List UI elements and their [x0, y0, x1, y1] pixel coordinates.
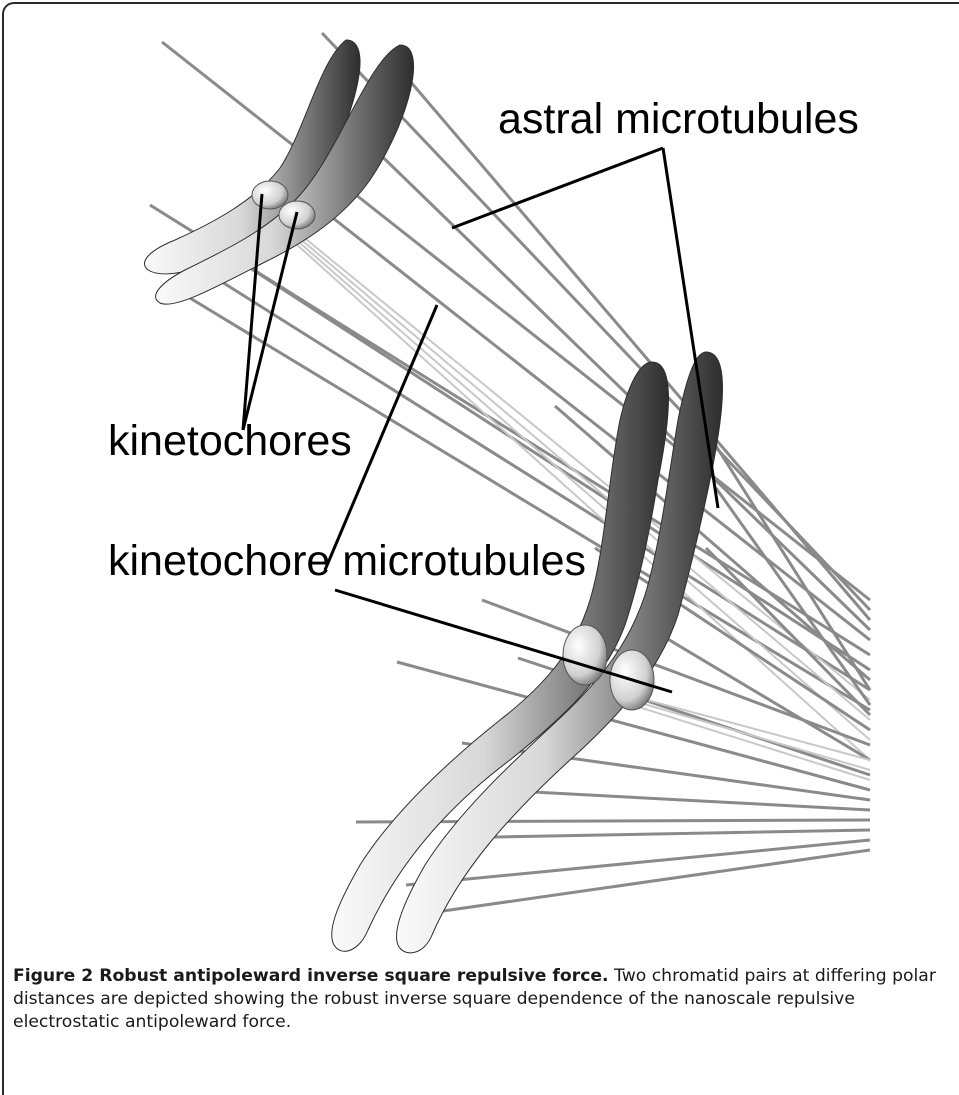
label-kinetochores: kinetochores [108, 417, 352, 465]
label-kinetochore-microtubules: kinetochore microtubules [108, 537, 586, 585]
chromatid-pair-upper [144, 40, 413, 304]
label-astral-microtubules: astral microtubules [498, 95, 859, 143]
figure-caption: Figure 2 Robust antipoleward inverse squ… [13, 965, 943, 1034]
caption-title: Figure 2 Robust antipoleward inverse squ… [13, 966, 609, 986]
astral-pointer-left [452, 148, 663, 228]
figure-illustration: astral microtubules kinetochores kinetoc… [0, 0, 959, 960]
